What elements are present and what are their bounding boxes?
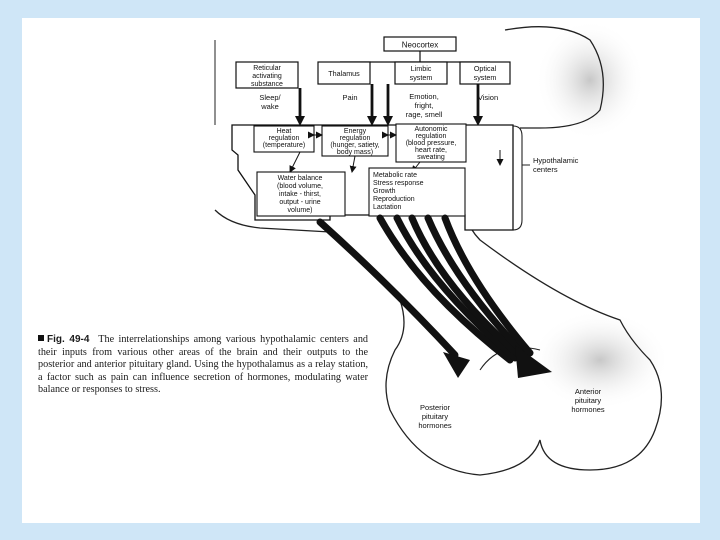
- svg-text:intake - thirst,: intake - thirst,: [279, 191, 321, 198]
- hypothalamic-bracket: [513, 126, 522, 230]
- svg-text:hormones: hormones: [418, 421, 452, 430]
- svg-text:(temperature): (temperature): [263, 142, 305, 149]
- svg-text:rage, smell: rage, smell: [406, 110, 443, 119]
- svg-text:substance: substance: [251, 81, 283, 88]
- autonomic-regulation-box: Autonomic regulation (blood pressure, he…: [396, 124, 466, 162]
- svg-text:(blood volume,: (blood volume,: [277, 183, 323, 190]
- reticular-box: Reticular activating substance: [236, 62, 298, 88]
- svg-text:volume): volume): [288, 207, 313, 214]
- svg-text:Hypothalamic: Hypothalamic: [533, 156, 579, 165]
- svg-text:Limbic: Limbic: [411, 64, 432, 73]
- energy-regulation-box: Energy regulation (hunger, satiety, body…: [322, 126, 388, 156]
- svg-text:pituitary: pituitary: [575, 396, 602, 405]
- svg-text:pituitary: pituitary: [422, 412, 449, 421]
- metabolic-box: Metabolic rate Stress response Growth Re…: [369, 168, 465, 216]
- figure-caption: Fig. 49-4 The interrelationships among v…: [38, 334, 368, 397]
- svg-text:Heat: Heat: [277, 128, 292, 135]
- svg-text:Reticular: Reticular: [253, 65, 281, 72]
- limbic-box: Limbic system: [395, 62, 447, 84]
- svg-text:heart rate,: heart rate,: [415, 147, 447, 154]
- emotion-label: Emotion, fright, rage, smell: [406, 92, 443, 119]
- svg-text:Energy: Energy: [344, 128, 367, 135]
- svg-text:body mass): body mass): [337, 149, 373, 156]
- svg-text:Optical: Optical: [474, 64, 497, 73]
- pain-label: Pain: [342, 93, 357, 102]
- svg-text:(blood pressure,: (blood pressure,: [406, 140, 457, 147]
- svg-text:Reproduction: Reproduction: [373, 196, 415, 203]
- svg-text:system: system: [474, 73, 497, 82]
- svg-text:Lactation: Lactation: [373, 204, 402, 211]
- svg-text:sweating: sweating: [417, 154, 445, 161]
- neocortex-label: Neocortex: [402, 41, 438, 50]
- anterior-pituitary-label: Anterior pituitary hormones: [571, 387, 605, 414]
- svg-text:Sleep/: Sleep/: [259, 93, 281, 102]
- svg-text:wake: wake: [260, 102, 279, 111]
- svg-text:output - urine: output - urine: [279, 199, 320, 206]
- svg-text:hormones: hormones: [571, 405, 605, 414]
- svg-text:regulation: regulation: [269, 135, 300, 142]
- water-balance-box: Water balance (blood volume, intake - th…: [257, 172, 345, 216]
- posterior-pituitary-label: Posterior pituitary hormones: [418, 403, 452, 430]
- svg-text:regulation: regulation: [416, 133, 447, 140]
- svg-text:Growth: Growth: [373, 188, 396, 195]
- thalamus-box: Thalamus: [318, 62, 370, 84]
- svg-text:Autonomic: Autonomic: [414, 126, 448, 133]
- optical-box: Optical system: [460, 62, 510, 84]
- stipple-shading: [535, 20, 645, 140]
- bullet-square: [38, 335, 44, 341]
- heat-regulation-box: Heat regulation (temperature): [254, 126, 314, 152]
- svg-text:(hunger, satiety,: (hunger, satiety,: [330, 142, 379, 149]
- figure-label: Fig. 49-4: [47, 334, 89, 345]
- svg-text:Water balance: Water balance: [278, 175, 323, 182]
- hypothalamic-centers-label: Hypothalamic centers: [533, 156, 579, 174]
- svg-text:Posterior: Posterior: [420, 403, 451, 412]
- svg-text:Emotion,: Emotion,: [409, 92, 439, 101]
- svg-text:Thalamus: Thalamus: [328, 69, 360, 78]
- svg-text:centers: centers: [533, 165, 558, 174]
- svg-text:Metabolic rate: Metabolic rate: [373, 172, 417, 179]
- svg-text:Stress response: Stress response: [373, 180, 424, 187]
- input-arrows: [300, 84, 478, 118]
- vision-label: Vision: [478, 93, 498, 102]
- svg-text:system: system: [410, 73, 433, 82]
- svg-text:Anterior: Anterior: [575, 387, 602, 396]
- sleep-wake-label: Sleep/ wake: [259, 93, 281, 111]
- svg-text:regulation: regulation: [340, 135, 371, 142]
- svg-text:fright,: fright,: [415, 101, 434, 110]
- neocortex-box: Neocortex: [384, 37, 456, 51]
- svg-text:activating: activating: [252, 73, 282, 80]
